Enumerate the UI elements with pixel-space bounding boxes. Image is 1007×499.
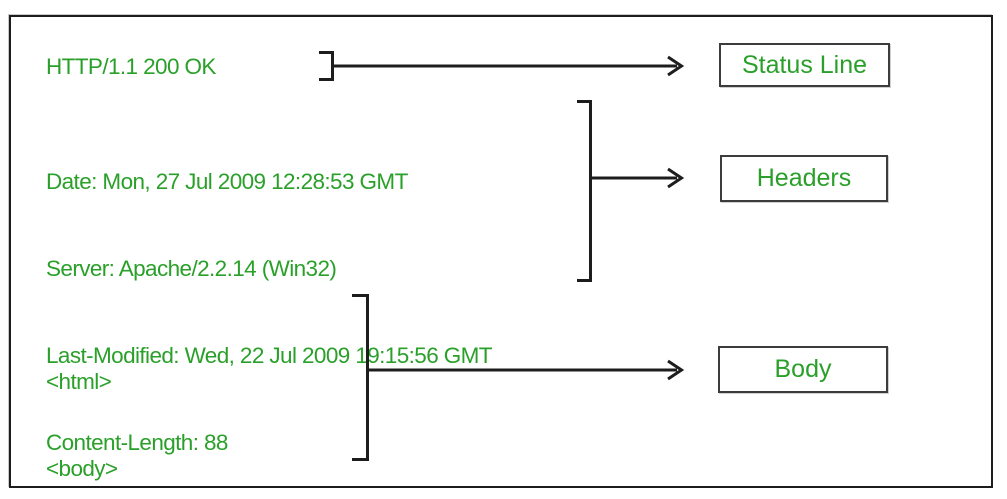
body-label: Body	[774, 355, 832, 383]
headers-label-box: Headers	[720, 155, 888, 202]
headers-label: Headers	[756, 164, 852, 192]
body-label-box: Body	[718, 346, 888, 393]
headers-text-block: Date: Mon, 27 Jul 2009 12:28:53 GMT Serv…	[46, 109, 493, 499]
status-line-text: HTTP/1.1 200 OK	[46, 54, 216, 79]
body-line-html-open: <html>	[46, 369, 112, 394]
header-line-date: Date: Mon, 27 Jul 2009 12:28:53 GMT	[46, 169, 408, 194]
outer-frame	[9, 15, 993, 488]
body-text-block: <html> <body> <h1>Hello, World!</h1> </b…	[46, 309, 270, 499]
header-line-last-modified: Last-Modified: Wed, 22 Jul 2009 19:15:56…	[46, 343, 493, 368]
status-line-label-box: Status Line	[719, 43, 890, 87]
status-line-label: Status Line	[741, 50, 868, 79]
header-line-server: Server: Apache/2.2.14 (Win32)	[46, 256, 337, 281]
body-line-body-open: <body>	[46, 456, 118, 481]
header-line-content-length: Content-Length: 88	[46, 430, 228, 455]
